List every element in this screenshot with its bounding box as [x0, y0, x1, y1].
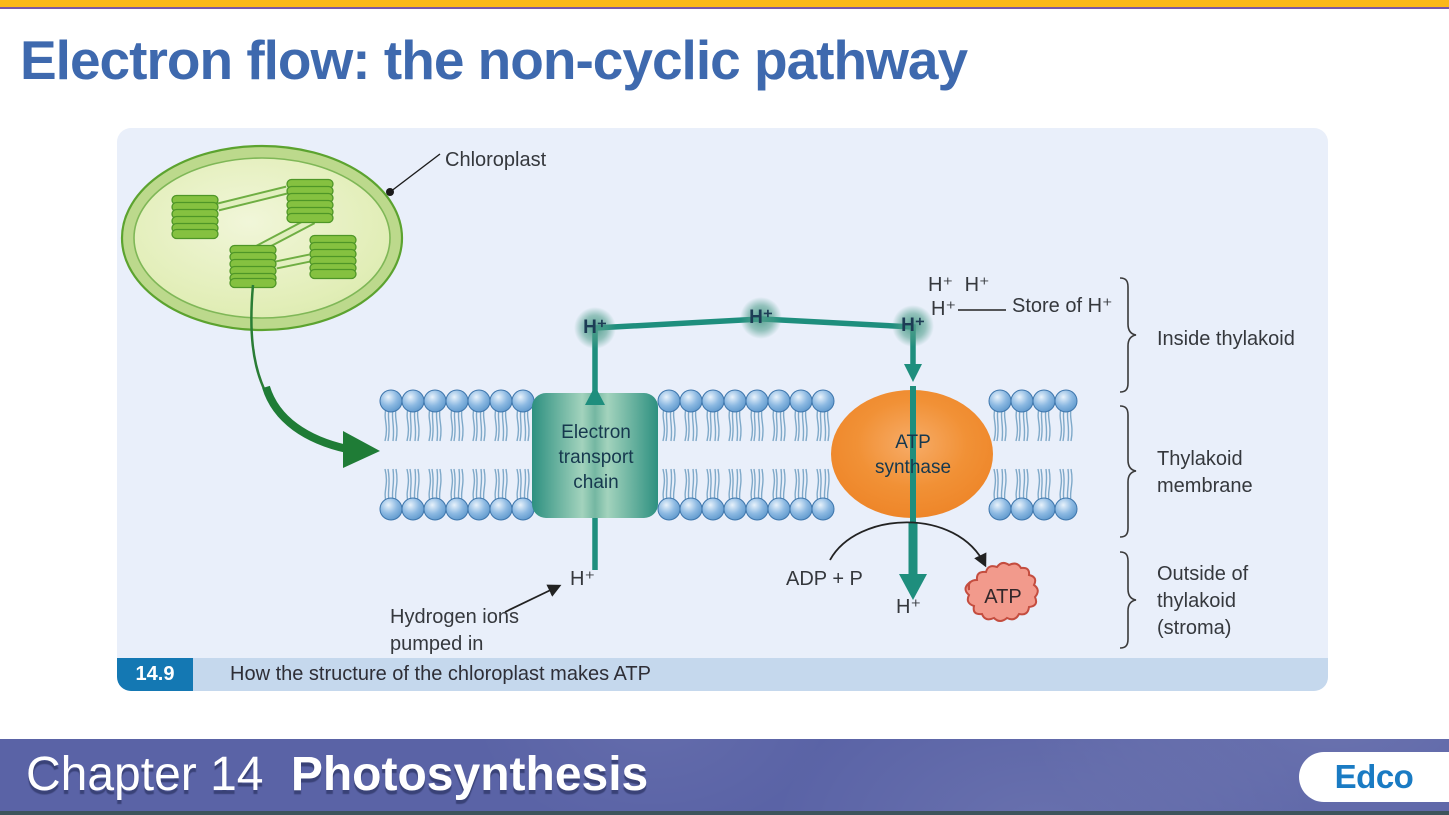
- figure-number-badge: 14.9: [117, 658, 193, 691]
- electron-transport-chain-box: [532, 393, 658, 518]
- page-title: Electron flow: the non-cyclic pathway: [20, 29, 968, 91]
- footer-chapter-title: Chapter 14 Photosynthesis: [26, 747, 648, 802]
- h-ion-label-2: H⁺: [749, 307, 773, 328]
- hydrogen-ions-pumped-label: Hydrogen ions pumped in: [390, 606, 519, 655]
- thylakoid-membrane-label: Thylakoid membrane: [1157, 448, 1253, 497]
- publisher-logo: Edco: [1299, 752, 1449, 802]
- atp-label: ATP: [984, 586, 1022, 608]
- diagram-panel: 14.9 How the structure of the chloroplas…: [117, 128, 1328, 691]
- h-ion-label-3: H⁺: [901, 315, 925, 336]
- h-ion-label-7: H⁺: [570, 568, 595, 590]
- figure-caption: 14.9 How the structure of the chloroplas…: [117, 658, 1328, 691]
- chapter-topic: Photosynthesis: [290, 748, 649, 801]
- top-accent-line: [0, 7, 1449, 9]
- h-ion-label-6: H⁺: [931, 298, 956, 320]
- h-ion-label-1: H⁺: [583, 317, 607, 338]
- diagram-artwork: [120, 144, 1137, 649]
- green-zoom-arrow: [250, 284, 380, 468]
- chloroplast-leader-line: [386, 153, 441, 196]
- bottom-edge-strip: [0, 811, 1449, 815]
- outside-thylakoid-label: Outside of thylakoid (stroma): [1157, 563, 1249, 639]
- inside-thylakoid-label: Inside thylakoid: [1157, 328, 1295, 350]
- atp-synthase-label: ATP synthase: [874, 432, 952, 478]
- proton-ion-circles: [574, 297, 934, 349]
- figure-caption-text: How the structure of the chloroplast mak…: [193, 658, 1328, 691]
- h-ion-label-8: H⁺: [896, 596, 921, 618]
- footer-bar: Chapter 14 Photosynthesis Edco: [0, 739, 1449, 811]
- chloroplast-illustration: [120, 144, 441, 332]
- h-ion-label-4: H⁺: [928, 274, 953, 296]
- proton-path-arrowheads: [585, 364, 927, 600]
- etc-label: Electron transport chain: [558, 422, 634, 493]
- chloroplast-label: Chloroplast: [445, 149, 547, 171]
- atp-blob: [964, 561, 1039, 622]
- region-brackets: [1119, 277, 1137, 649]
- top-accent-bar: [0, 0, 1449, 7]
- adp-to-atp-arrow: [829, 521, 987, 568]
- h-ion-label-5: H⁺: [964, 274, 990, 296]
- adp-p-label: ADP + P: [786, 568, 863, 590]
- chapter-number: Chapter 14: [26, 748, 264, 801]
- store-of-h-label: Store of H⁺: [1012, 295, 1113, 317]
- pumped-in-arrow: [504, 584, 562, 613]
- store-ion-pair: H⁺ H⁺: [928, 272, 990, 299]
- publisher-logo-text: Edco: [1334, 758, 1414, 795]
